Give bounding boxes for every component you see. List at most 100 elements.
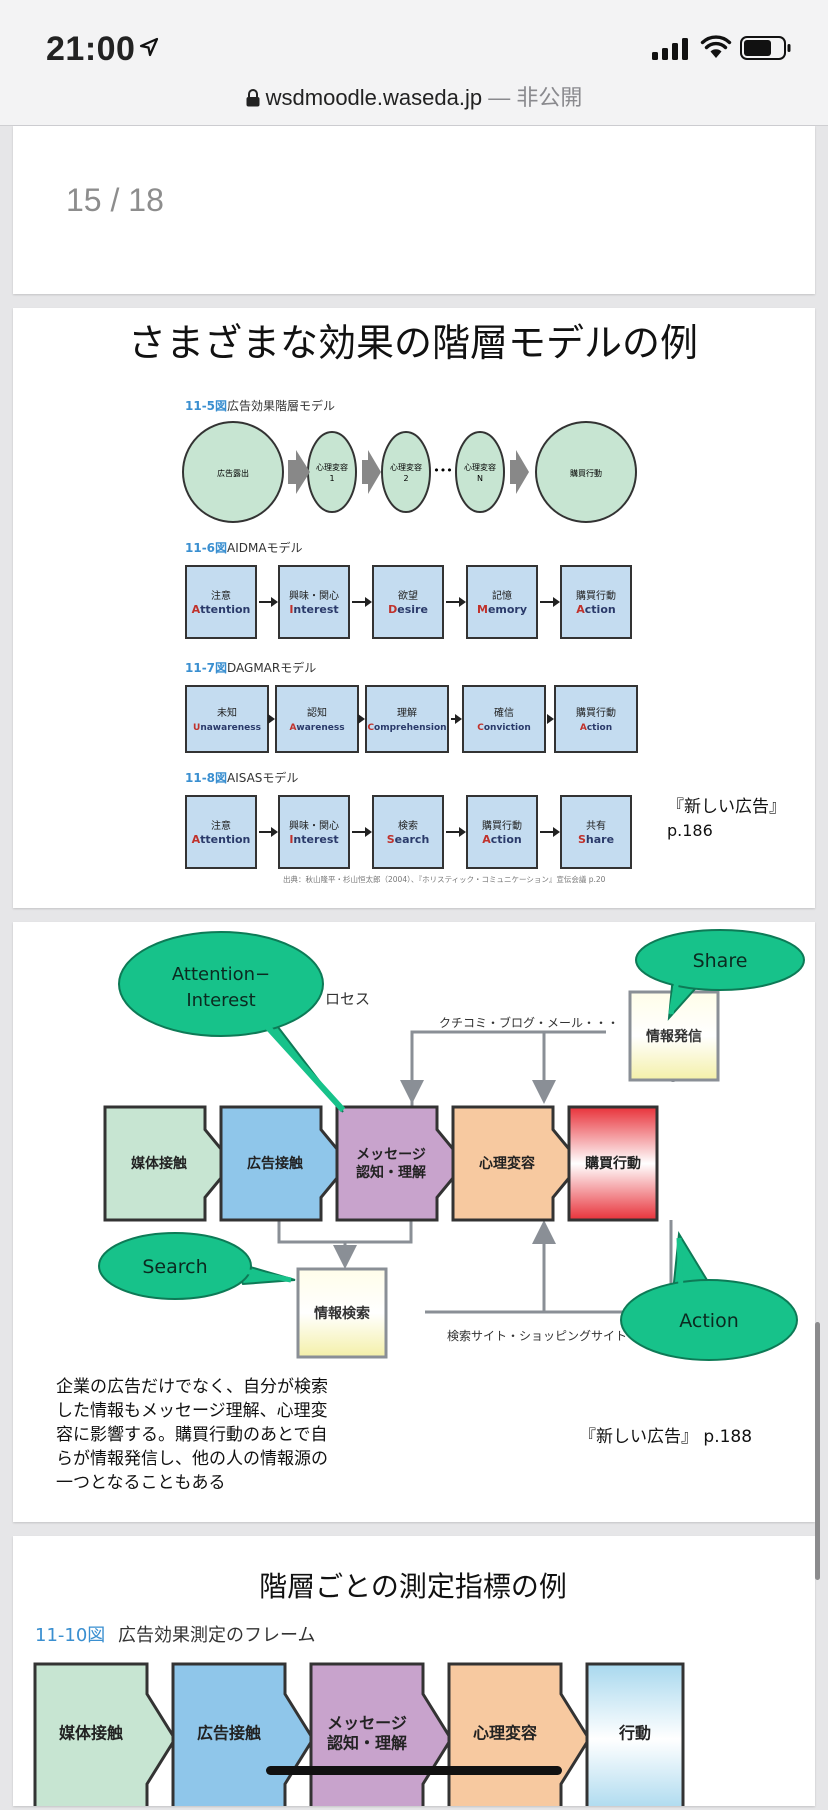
slide-aisas-process: ロセス クチコミ・ブログ・メール・・・ 検索サイト・ショッピングサイト 媒体接触… xyxy=(13,922,815,1522)
fig6-en: Interest xyxy=(289,603,338,616)
fig8-arrowhead xyxy=(459,827,466,837)
fig6-en: Attention xyxy=(192,603,251,616)
bubble-action-text: Action xyxy=(679,1310,739,1332)
fig8-en: Action xyxy=(482,833,521,846)
fig6-en: Action xyxy=(576,603,615,616)
fig8-box xyxy=(560,795,632,869)
flow2-step-label: メッセージ認知・理解 xyxy=(356,1147,426,1181)
flow2-step xyxy=(335,1105,467,1222)
url-host: wsdmoodle.waseda.jp xyxy=(265,85,483,110)
flow2-step-label: 媒体接触 xyxy=(130,1155,187,1172)
fig6-jp: 購買行動 xyxy=(576,589,616,602)
slide1-ref-title: 『新しい広告』 xyxy=(667,797,786,817)
slide1-canvas: さまざまな効果の階層モデルの例 11-5図 広告効果階層モデル 広告露出 心理変… xyxy=(128,321,786,884)
bubble-attention: Attention− Interest xyxy=(118,931,346,1113)
fig6-box xyxy=(372,565,444,639)
bubble-share: Share xyxy=(635,929,805,1021)
fig6-diagram: 注意Attention興味・関心Interest欲望Desire記憶Memory… xyxy=(185,565,632,639)
slide3-flow: 媒体接触広告接触メッセージ認知・理解心理変容行動 xyxy=(33,1662,685,1810)
bubble-attention-line1: Attention− xyxy=(172,964,270,985)
slide1-ref-page: p.186 xyxy=(667,821,713,840)
fig7-en: Action xyxy=(580,723,612,733)
slide1-title: さまざまな効果の階層モデルの例 xyxy=(128,321,698,365)
flow2-step xyxy=(451,1105,583,1222)
caption-line: した情報もメッセージ理解、心理変 xyxy=(56,1401,328,1421)
fig7-jp: 認知 xyxy=(307,706,327,719)
caption-line: 企業の広告だけでなく、自分が検索 xyxy=(56,1377,328,1397)
fig6-jp: 興味・関心 xyxy=(289,590,339,602)
fig7-jp: 確信 xyxy=(494,706,514,719)
fig7-jp: 理解 xyxy=(397,706,417,719)
flow3-step-label: 媒体接触 xyxy=(59,1724,123,1743)
battery-icon xyxy=(740,36,791,60)
fig6-arrowhead xyxy=(271,597,278,607)
fig5-step-5: 購買行動 xyxy=(570,468,602,478)
fig7-arrowhead xyxy=(358,714,365,724)
fig6-title: AIDMAモデル xyxy=(227,540,303,555)
fig8-arrowhead xyxy=(553,827,560,837)
signal-icon xyxy=(652,38,688,60)
flow3-step xyxy=(33,1662,177,1810)
fig6-box xyxy=(278,565,350,639)
fig8-arrowhead xyxy=(271,827,278,837)
fig6-jp: 記憶 xyxy=(492,589,512,602)
fig8-box xyxy=(278,795,350,869)
fig6-en: Desire xyxy=(388,603,428,616)
fig8-en: Search xyxy=(387,833,430,846)
fig7-diagram: 未知Unawareness認知Awareness理解Comprehension確… xyxy=(185,685,638,753)
page-number: 15 / 18 xyxy=(66,182,164,218)
fig6-label: 11-6図 xyxy=(185,541,227,555)
slide2-ref: 『新しい広告』 p.188 xyxy=(579,1427,752,1447)
slide2-canvas: ロセス クチコミ・ブログ・メール・・・ 検索サイト・ショッピングサイト 媒体接触… xyxy=(56,929,805,1493)
fig7-box xyxy=(462,685,546,753)
flow3-step-label: メッセージ認知・理解 xyxy=(327,1714,407,1753)
info-search-label: 情報検索 xyxy=(314,1305,370,1322)
fig6-box xyxy=(185,565,257,639)
slide-hierarchy-models: さまざまな効果の階層モデルの例 11-5図 広告効果階層モデル 広告露出 心理変… xyxy=(13,308,815,908)
fig7-en: Conviction xyxy=(477,723,530,733)
fig6-arrowhead xyxy=(553,597,560,607)
fig6-jp: 注意 xyxy=(211,589,231,602)
fig8-en: Attention xyxy=(192,833,251,846)
fig7-jp: 購買行動 xyxy=(576,706,616,719)
bottom-channel-label: 検索サイト・ショッピングサイト xyxy=(447,1329,627,1343)
flow3-step xyxy=(585,1662,685,1810)
bubble-share-text: Share xyxy=(693,950,748,972)
scroll-indicator[interactable] xyxy=(815,1322,820,1580)
url-bar[interactable]: wsdmoodle.waseda.jp — 非公開 xyxy=(0,80,828,112)
fig7-box xyxy=(185,685,269,753)
fig8-label: 11-8図 xyxy=(185,771,227,785)
fig8-diagram: 注意Attention興味・関心Interest検索Search購買行動Acti… xyxy=(185,795,632,869)
fig5-ellipsis: ••• xyxy=(433,464,452,477)
fig7-arrowhead xyxy=(455,714,462,724)
home-indicator[interactable] xyxy=(266,1766,562,1775)
fig6-en: Memory xyxy=(477,603,527,616)
fig7-en: Comprehension xyxy=(367,723,446,733)
flow2-step-label: 広告接触 xyxy=(247,1155,303,1172)
fig8-arrowhead xyxy=(365,827,372,837)
fig7-title: DAGMARモデル xyxy=(227,660,316,675)
fig8-title: AISASモデル xyxy=(227,770,298,785)
slide2-partial-title: ロセス xyxy=(325,990,370,1008)
info-send-label: 情報発信 xyxy=(646,1028,702,1045)
fig8-jp: 検索 xyxy=(398,819,418,832)
bubble-search-text: Search xyxy=(142,1256,207,1278)
fig8-box xyxy=(185,795,257,869)
fig10-title: 広告効果測定のフレーム xyxy=(118,1625,315,1646)
browser-status-bar: 21:00 wsdmoodle.waseda.jp — 非公開 xyxy=(0,0,828,126)
fig6-box xyxy=(560,565,632,639)
fig8-box xyxy=(372,795,444,869)
fig8-jp: 注意 xyxy=(211,819,231,832)
flow2-step-label: 心理変容 xyxy=(479,1155,535,1172)
flow3-step-label: 行動 xyxy=(618,1724,651,1743)
fig7-box xyxy=(554,685,638,753)
fig7-jp: 未知 xyxy=(217,706,237,719)
fig7-label: 11-7図 xyxy=(185,661,227,675)
fig7-en: Awareness xyxy=(289,723,344,733)
slide3-title: 階層ごとの測定指標の例 xyxy=(259,1570,567,1603)
bubble-action: Action xyxy=(620,1230,798,1361)
slide2-flow: 媒体接触広告接触メッセージ認知・理解心理変容購買行動 xyxy=(103,1105,659,1222)
fig6-arrowhead xyxy=(365,597,372,607)
